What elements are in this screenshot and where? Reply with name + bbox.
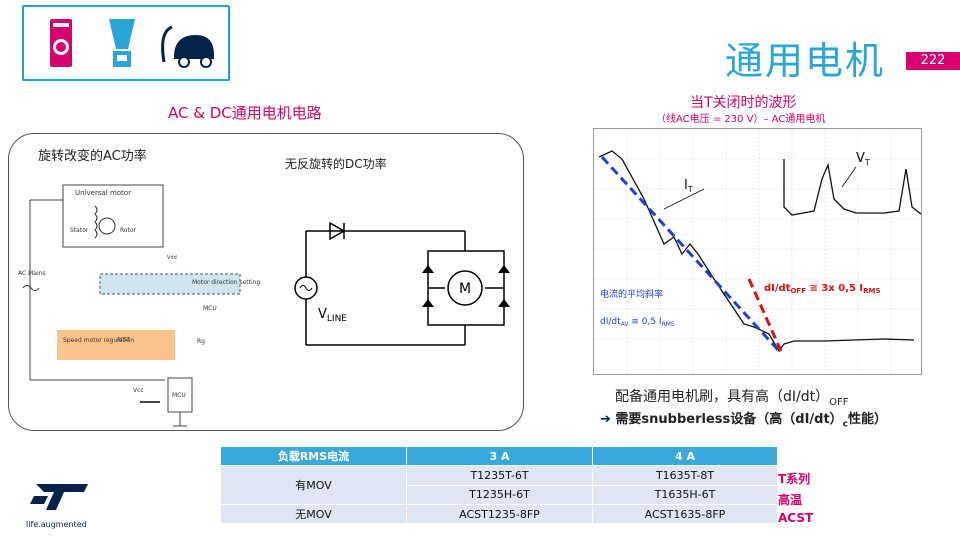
rotor-label: Rotor xyxy=(120,227,137,234)
voltage-waveform xyxy=(783,159,922,216)
avg-slope-label: 电流的平均斜率 xyxy=(600,288,663,300)
ac-schematic: Universal motor Stator Rotor AC Mains Mo… xyxy=(18,184,260,427)
ac-power-label: 旋转改变的AC功率 xyxy=(38,149,147,164)
universal-motor-label: Universal motor xyxy=(75,189,131,197)
table-header: 4 A xyxy=(592,446,778,466)
motor-direction-label: Motor direction setting xyxy=(192,279,260,286)
vacuum-cleaner-icon xyxy=(161,25,214,68)
side-label-t-series: T系列 xyxy=(778,472,811,486)
vcc-label: Vcc xyxy=(133,387,144,394)
scope-subtitle: （线AC电压 = 230 V）– AC通用电机 xyxy=(656,114,826,125)
logo-tagline: life.augmented xyxy=(26,520,87,529)
didt-av-label: dI/dtAV ≅ 0,5 IRMS xyxy=(600,317,675,328)
didt-off-label: dI/dtOFF ≅ 3x 0,5 IRMS xyxy=(764,283,881,295)
note-high-didt: 配备通用电机刷，具有高（dI/dt）OFF xyxy=(615,389,849,408)
appliance-icons-box xyxy=(22,5,230,81)
motor-icon xyxy=(447,270,483,306)
vt-label: VT xyxy=(856,151,870,167)
side-label-acst: ACST xyxy=(778,511,814,525)
table-cell: 有MOV xyxy=(220,465,407,505)
speed-regulation-box xyxy=(57,330,175,360)
mcu-label: MCU xyxy=(172,392,186,399)
scope-title: 当T关闭时的波形 xyxy=(690,95,797,111)
ac-mains-label: AC Mains xyxy=(18,270,46,277)
circuit-panel xyxy=(8,133,524,431)
note-snubberless: ➔ 需要snubberless设备（高（dI/dt）c性能） xyxy=(600,412,888,430)
table-header: 3 A xyxy=(406,446,593,466)
table-header: 负载RMS电流 xyxy=(220,446,407,466)
device-table: 负载RMS电流 3 A 4 A 有MOV T1235T-6T T1635T-8T… xyxy=(220,446,778,524)
it-label: IT xyxy=(684,178,693,194)
st-logo: life.augmented xyxy=(26,480,92,529)
st-logo-icon xyxy=(30,484,88,510)
vdd-label: Vdd xyxy=(167,255,177,261)
appliance-icons xyxy=(50,19,214,68)
arrow-icon: ➔ xyxy=(600,412,611,427)
dc-circuit: VLINE M xyxy=(294,221,510,346)
oscilloscope-view: IT VT 电流的平均斜率 dI/dtAV ≅ 0,5 IRMS dI/dtOF… xyxy=(593,128,922,375)
table-cell: ACST1235-8FP xyxy=(406,504,593,524)
oscilloscope-waveform: IT VT 电流的平均斜率 dI/dtAV ≅ 0,5 IRMS dI/dtOF… xyxy=(594,129,922,374)
stator-coil xyxy=(94,205,98,239)
rg-label: Rg xyxy=(197,338,205,345)
table-row: T1235H-6T T1635H-6T xyxy=(221,484,778,505)
left-subtitle: AC & DC通用电机电路 xyxy=(168,104,322,122)
ac-source-symbol xyxy=(22,285,40,291)
table-row: 有MOV T1235T-6T T1635T-8T xyxy=(220,465,778,505)
side-label-high-temp: 高温 xyxy=(778,493,803,507)
page-number: 222 xyxy=(906,52,960,70)
triac-symbol xyxy=(329,221,346,241)
vline-label: VLINE xyxy=(318,307,347,324)
washing-machine-icon xyxy=(50,19,72,67)
table-cell: T1235H-6T xyxy=(406,484,593,505)
mcu-small-label: MCU xyxy=(203,305,217,312)
table-cell: 无MOV xyxy=(220,504,407,524)
blender-icon xyxy=(109,19,135,67)
avg-slope-line xyxy=(600,155,781,353)
stator-label: Stator xyxy=(70,227,89,234)
current-waveform xyxy=(598,150,915,353)
motor-label: M xyxy=(459,281,471,297)
page-title: 通用电机 xyxy=(725,39,886,83)
scope-grid xyxy=(594,129,921,374)
acst-label: ACST xyxy=(117,337,131,343)
table-cell: T1235T-6T xyxy=(406,465,593,486)
table-row: 无MOV ACST1235-8FP ACST1635-8FP xyxy=(220,504,778,524)
rotor-symbol xyxy=(98,217,116,235)
speed-regulation-label: Speed motor regulation xyxy=(63,337,134,344)
table-cell: T1635H-6T xyxy=(592,484,778,505)
table-cell: ACST1635-8FP xyxy=(592,504,778,524)
dc-power-label: 无反旋转的DC功率 xyxy=(285,157,387,171)
motor-direction-box xyxy=(99,273,241,295)
table-cell: T1635T-8T xyxy=(592,465,778,486)
universal-motor-box xyxy=(62,184,164,248)
